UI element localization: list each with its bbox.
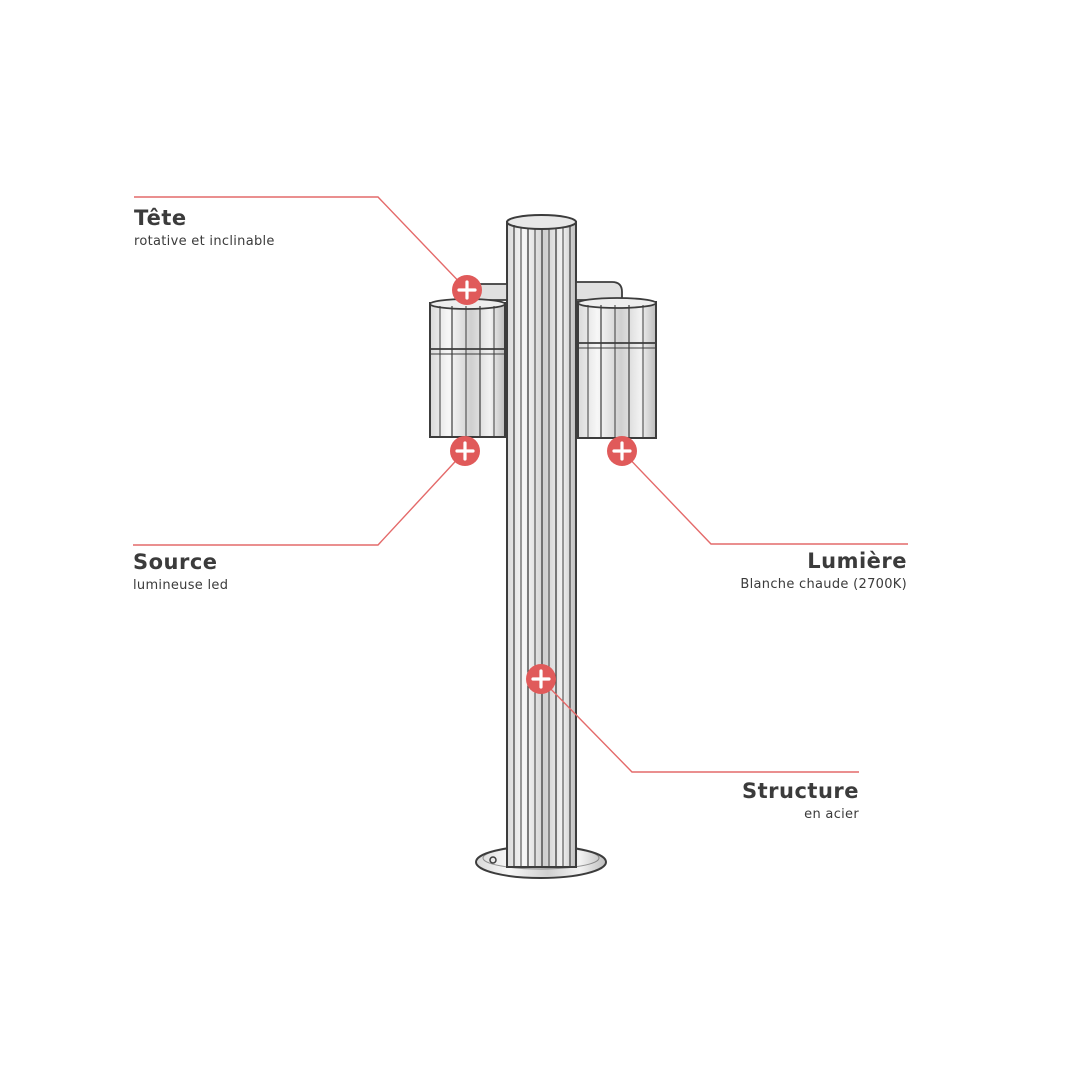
plus-icon	[455, 441, 475, 461]
annotation-source: Source lumineuse led	[133, 550, 228, 593]
hotspot-source[interactable]	[450, 436, 480, 466]
leader-line-structure	[540, 678, 859, 773]
hotspot-lumiere[interactable]	[607, 436, 637, 466]
hotspot-tete[interactable]	[452, 275, 482, 305]
leader-line-tete	[134, 196, 468, 291]
plus-icon	[612, 441, 632, 461]
annotation-subtitle: lumineuse led	[133, 578, 229, 593]
annotation-tete: Tête rotative et inclinable	[134, 206, 275, 249]
bollard-illustration	[429, 214, 657, 879]
main-pole	[506, 214, 577, 868]
right-lamp-head	[575, 281, 657, 439]
left-lamp-head	[429, 283, 508, 438]
plus-icon	[457, 280, 477, 300]
leader-line-source	[133, 450, 466, 546]
leader-lines	[133, 196, 908, 773]
leader-line-lumiere	[621, 450, 908, 545]
annotation-structure: Structure en acier	[742, 779, 859, 822]
annotation-title: Tête	[134, 206, 187, 230]
hotspot-structure[interactable]	[526, 664, 556, 694]
annotation-subtitle: rotative et inclinable	[134, 234, 275, 249]
annotation-title: Lumière	[807, 549, 907, 573]
annotation-title: Structure	[741, 779, 859, 803]
plus-icon	[531, 669, 551, 689]
annotation-lumiere: Lumière Blanche chaude (2700K)	[740, 549, 907, 592]
annotation-title: Source	[133, 550, 218, 574]
annotation-subtitle: Blanche chaude (2700K)	[740, 577, 907, 592]
annotation-subtitle: en acier	[804, 807, 859, 822]
